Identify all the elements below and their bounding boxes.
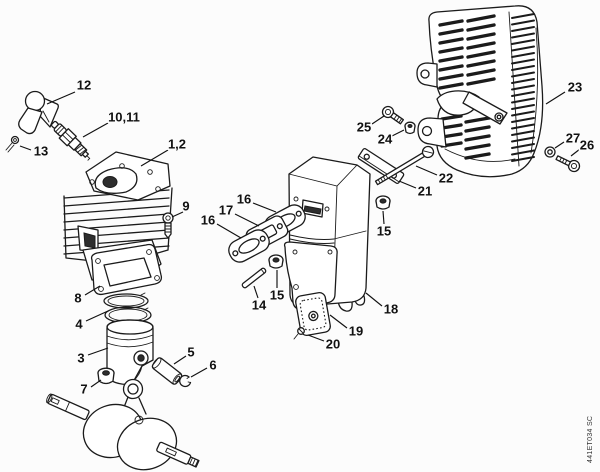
callout-12: 12 [77, 78, 91, 93]
screw-26-part [555, 155, 581, 173]
callout-leader-20 [307, 334, 325, 342]
callout-14: 14 [252, 298, 267, 313]
piston-part [106, 319, 154, 386]
gasket-16-lower-part [228, 229, 270, 263]
callout-17: 17 [219, 203, 233, 218]
crankshaft-part [46, 378, 200, 471]
callout-27: 27 [566, 131, 580, 146]
shroud-ear-bottom [417, 117, 447, 148]
callout-6: 6 [209, 358, 216, 373]
cylinder-gasket-part [90, 243, 163, 296]
callout-leader-9 [171, 211, 184, 218]
callout-leader-25 [371, 115, 385, 125]
cylinder-part [63, 151, 173, 281]
callout-5: 5 [187, 345, 194, 360]
callout-leader-8 [84, 285, 101, 296]
callout-leader-1,2 [140, 149, 169, 167]
callout-leader-6 [190, 367, 208, 378]
callout-16: 16 [201, 213, 215, 228]
counterweight-right [116, 417, 178, 471]
shroud-vent-slots [438, 14, 496, 160]
callout-10,11: 10,11 [108, 110, 140, 125]
callout-15: 15 [270, 288, 284, 303]
spark-plug-part [50, 120, 91, 161]
callout-21: 21 [418, 184, 432, 199]
callout-leader-10,11 [82, 122, 109, 138]
nut-24-part [404, 121, 416, 135]
callout-leader-22 [415, 165, 438, 176]
spark-arrestor-screen-part [295, 291, 331, 337]
shroud-part [416, 5, 544, 178]
callout-leader-21 [398, 180, 417, 189]
callout-15: 15 [377, 224, 391, 239]
callout-leader-12 [46, 91, 76, 105]
callout-20: 20 [326, 337, 340, 352]
callout-leader-19 [329, 314, 348, 329]
nut-15-left-part [268, 254, 284, 269]
screw-20-part [293, 327, 305, 340]
callout-3: 3 [77, 351, 84, 366]
spark-plug-hole [102, 176, 118, 188]
callout-22: 22 [439, 171, 453, 186]
callout-leader-13 [19, 145, 32, 151]
spark-plug-boot-part [18, 90, 59, 135]
callout-4: 4 [75, 317, 83, 332]
piston-rings-part [103, 292, 152, 324]
shroud-side-vents [511, 13, 535, 162]
washer-27-part [544, 146, 556, 158]
screw-25-part [381, 105, 405, 125]
muffler-deflector [283, 241, 338, 310]
callout-16: 16 [237, 192, 251, 207]
screw-9-part [162, 212, 174, 239]
callout-leader-18 [365, 292, 383, 307]
clip-13-part [5, 135, 20, 153]
stud-14-part [241, 267, 267, 289]
drawing-code: 441ET034 SC [587, 416, 594, 463]
callout-leader-7 [90, 379, 102, 388]
callout-19: 19 [349, 324, 363, 339]
callout-leader-17 [234, 213, 260, 227]
callout-25: 25 [357, 120, 371, 135]
callout-leader-26 [570, 148, 581, 157]
nut-15-right-part [375, 195, 391, 210]
callout-leader-5 [173, 355, 187, 365]
callout-leader-3 [87, 347, 109, 356]
callout-24: 24 [378, 132, 393, 147]
callout-leader-27 [554, 141, 565, 149]
callout-23: 23 [568, 80, 582, 95]
callout-26: 26 [580, 138, 594, 153]
callout-leader-15 [382, 210, 385, 225]
callout-leader-23 [545, 91, 566, 105]
callout-9: 9 [182, 199, 189, 214]
callout-leader-16 [216, 223, 242, 239]
bolt-22-part [374, 145, 435, 186]
crank-shaft-left [46, 393, 90, 421]
callout-8: 8 [74, 291, 81, 306]
muffler-part [283, 156, 371, 312]
callout-leader-24 [391, 129, 405, 137]
callout-7: 7 [80, 382, 87, 397]
callout-18: 18 [384, 302, 398, 317]
crank-shaft-right [156, 441, 200, 468]
callout-13: 13 [34, 144, 48, 159]
callout-1,2: 1,2 [168, 137, 186, 152]
cylinder-port [83, 232, 96, 249]
callout-leader-4 [85, 310, 109, 322]
callout-leader-14 [253, 285, 259, 299]
circlip-part [179, 374, 192, 388]
callout-leader-16 [252, 202, 277, 213]
bearing-7-part [97, 367, 115, 385]
